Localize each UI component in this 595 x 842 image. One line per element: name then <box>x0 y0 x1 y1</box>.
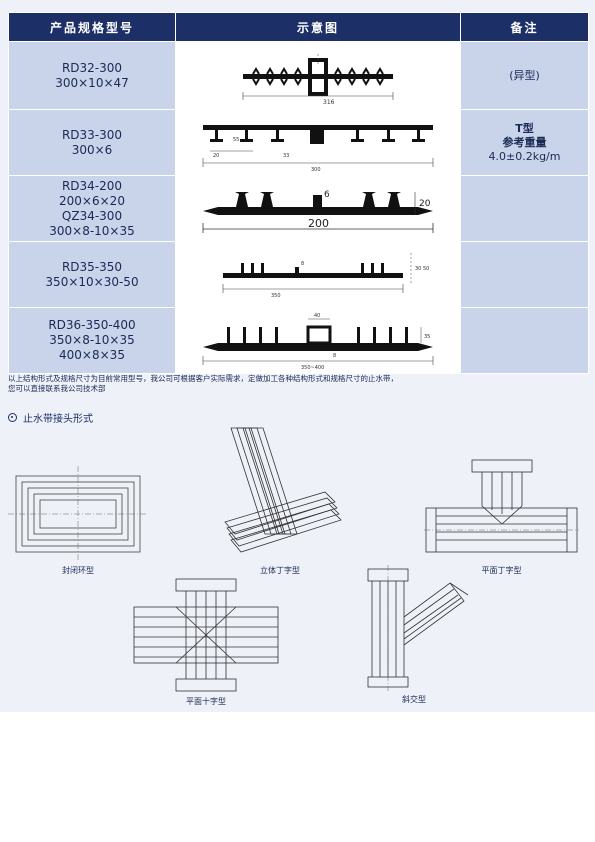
dim-label: 6 <box>324 190 330 200</box>
note-cell <box>460 241 589 308</box>
profile-rd36-diagram: 40 35 350~400 8 <box>202 313 434 371</box>
note-cell <box>460 307 589 374</box>
model-cell: RD32-300 300×10×47 <box>8 41 176 110</box>
table-row: RD36-350-400 350×8-10×35 400×8×35 <box>8 307 589 374</box>
dim-label: 20 <box>213 153 219 159</box>
model-cell: RD36-350-400 350×8-10×35 400×8×35 <box>8 307 176 374</box>
model-line: RD36-350-400 <box>48 318 136 332</box>
table-row: RD35-350 350×10×30-50 <box>8 241 589 308</box>
note-cell <box>460 175 589 242</box>
planar-cross-diagram <box>133 578 279 692</box>
profile-rd34-diagram: 200 6 20 <box>202 190 434 233</box>
planar-t-diagram <box>424 459 579 553</box>
model-cell: RD35-350 350×10×30-50 <box>8 241 176 308</box>
model-line: RD32-300 <box>61 60 123 75</box>
model-line: 350×10×30-50 <box>45 274 139 289</box>
model-line: 350×8-10×35 <box>49 333 135 347</box>
model-line: QZ34-300 <box>61 208 123 223</box>
profile-rd32-diagram: 316 <box>242 53 394 106</box>
note-line: 4.0±0.2kg/m <box>488 149 561 163</box>
joint-closed-ring: 封闭环型 <box>8 462 148 576</box>
header-model: 产品规格型号 <box>8 12 176 42</box>
profile-rd33-diagram: 55 20 33 300 <box>202 124 434 173</box>
closed-ring-diagram <box>8 466 148 562</box>
joint-oblique: 斜交型 <box>350 565 478 705</box>
joint-label: 平面十字型 <box>186 697 226 706</box>
dim-label: 8 <box>301 261 304 267</box>
spec-table: 产品规格型号 示意图 备注 RD32-300 300×10×47 <box>8 12 589 374</box>
section-title-text: 止水带接头形式 <box>23 414 93 425</box>
dim-label: 35 <box>424 334 430 340</box>
note-cell: T型 参考重量 4.0±0.2kg/m <box>460 109 589 176</box>
footnote-line: 以上结构形式及规格尺寸为目前常用型号，我公司可根据客户实际需求，定做加工各种结构… <box>8 374 398 383</box>
table-row: RD32-300 300×10×47 316 <box>8 41 589 110</box>
dim-label: 40 <box>314 313 320 319</box>
diagram-cell: 200 6 20 <box>175 175 461 242</box>
dim-label: 30 50 <box>415 266 429 272</box>
model-line: 300×6 <box>71 142 113 157</box>
note-line: T型 <box>515 121 534 135</box>
profile-rd35-diagram: 8 350 30 50 <box>222 252 429 299</box>
section-title: 止水带接头形式 <box>8 410 93 425</box>
header-note: 备注 <box>460 12 589 42</box>
dim-label: 33 <box>283 153 289 159</box>
3d-t-diagram <box>224 427 342 553</box>
page-background: 产品规格型号 示意图 备注 RD32-300 300×10×47 <box>0 0 595 712</box>
dim-label: 316 <box>323 99 335 106</box>
model-line: 400×8×35 <box>59 348 125 362</box>
diagram-cell: 8 350 30 50 <box>175 241 461 308</box>
diagram-cell: 40 35 350~400 8 <box>175 307 461 374</box>
note-cell: (异型) <box>460 41 589 110</box>
diagram-cell: 55 20 33 300 <box>175 109 461 176</box>
diagram-cell: 316 <box>175 41 461 110</box>
dim-label: 55 <box>233 137 239 143</box>
model-line: RD33-300 <box>61 127 123 142</box>
note-line: 参考重量 <box>502 135 547 149</box>
joint-label: 封闭环型 <box>62 566 94 575</box>
model-line: 300×10×47 <box>55 75 129 90</box>
circle-bullet-icon <box>8 413 17 422</box>
dim-label: 300 <box>311 167 321 173</box>
dim-label: 350 <box>271 293 281 299</box>
model-line: RD35-350 <box>61 259 123 274</box>
model-cell: RD34-200 200×6×20 QZ34-300 300×8-10×35 <box>8 175 176 242</box>
joint-label: 斜交型 <box>402 695 426 704</box>
model-cell: RD33-300 300×6 <box>8 109 176 176</box>
table-row: RD33-300 300×6 <box>8 109 589 176</box>
model-line: 300×8-10×35 <box>49 223 135 238</box>
joint-planar-t: 平面丁字型 <box>424 456 579 576</box>
oblique-diagram <box>367 565 469 691</box>
dim-label: 8 <box>333 353 336 359</box>
table-row: RD34-200 200×6×20 QZ34-300 300×8-10×35 <box>8 175 589 242</box>
footnote: 以上结构形式及规格尺寸为目前常用型号，我公司可根据客户实际需求，定做加工各种结构… <box>8 374 588 394</box>
footnote-line: 您可以直接联系我公司技术部 <box>8 384 106 393</box>
joint-planar-cross: 平面十字型 <box>132 577 280 707</box>
dim-label: 20 <box>419 199 431 209</box>
dim-label: 350~400 <box>301 365 324 371</box>
note-line: (异型) <box>509 68 540 82</box>
header-diagram: 示意图 <box>175 12 461 42</box>
model-line: 200×6×20 <box>59 193 125 208</box>
dim-label: 200 <box>308 217 329 230</box>
joint-label: 平面丁字型 <box>481 566 522 575</box>
joint-label: 立体丁字型 <box>260 566 300 575</box>
table-header-row: 产品规格型号 示意图 备注 <box>8 12 589 42</box>
joint-3d-t: 立体丁字型 <box>205 422 355 576</box>
model-line: RD34-200 <box>61 178 123 193</box>
